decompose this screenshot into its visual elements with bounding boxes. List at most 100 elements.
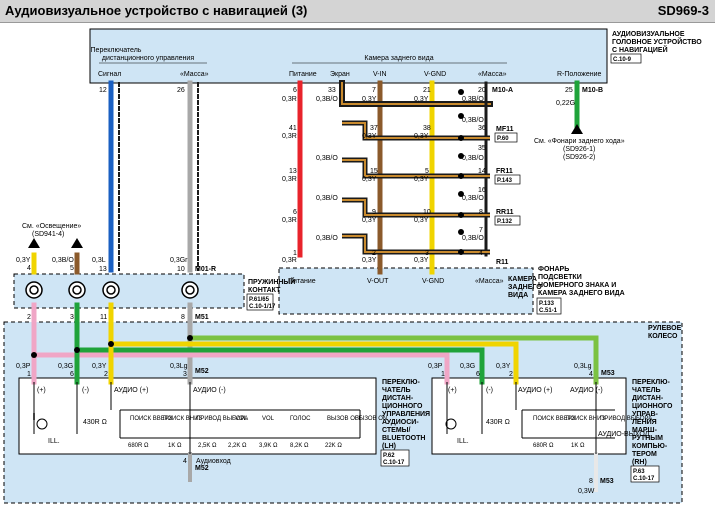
- wire-lightgreen: [187, 335, 599, 385]
- wire-label-03y-11: 0,3Y: [16, 257, 31, 264]
- wire-label-03y-8: 0,3Y: [414, 217, 429, 224]
- wire-label-03y-7: 0,3Y: [362, 217, 377, 224]
- right-switch-title-9: ТЕРОМ: [632, 451, 657, 458]
- wire-green-h: [74, 347, 485, 385]
- wire-label-03bo-2: 0,3B/O: [462, 96, 484, 103]
- left-res-7: 22K Ω: [325, 443, 342, 449]
- pin-3c: 3: [183, 371, 187, 378]
- wire-label-03p-2: 0,3P: [428, 363, 443, 370]
- right-switch-ref-2: C.10-17: [633, 476, 655, 482]
- pin-7b: 7: [479, 227, 483, 234]
- pin-5: 5: [425, 168, 429, 175]
- wire-label-03y-5: 0,3Y: [362, 176, 377, 183]
- pin-5b: 5: [70, 265, 74, 272]
- pin-2d: 2: [509, 371, 513, 378]
- wiring-diagram: АУДИОВИЗУАЛЬНОЕ ГОЛОВНОЕ УСТРОЙСТВО С НА…: [3, 28, 702, 504]
- lamp-title-1: ФОНАРЬ: [538, 266, 569, 273]
- tail-lamp-ref-2: (SD926-2): [563, 154, 595, 161]
- camera-pin-vgnd: V-GND: [422, 278, 444, 285]
- right-res-2: 1K Ω: [571, 443, 585, 449]
- clock-spring-title-1: ПРУЖИННЫЙ: [248, 277, 295, 286]
- pin-3a: 3: [425, 250, 429, 257]
- left-switch-title-6: СТЕМЫ/: [382, 427, 411, 434]
- left-switch-title-5: АУДИОСИ-: [382, 419, 419, 426]
- page-title: Аудиовизуальное устройство с навигацией …: [5, 3, 308, 18]
- left-btn-2: ПОИСК ВНИЗ: [163, 416, 202, 422]
- left-switch-ladder: [33, 382, 361, 454]
- pin-num-26: 26: [177, 87, 185, 94]
- wire-label-03r-1: 0,3R: [282, 96, 297, 103]
- pin-38: 38: [423, 125, 431, 132]
- right-minus: (-): [486, 387, 493, 394]
- head-unit-title-1: АУДИОВИЗУАЛЬНОЕ: [612, 31, 685, 38]
- left-switch-title-2: ДИСТАН-: [382, 395, 414, 402]
- wire-label-03g: 0,3G: [58, 363, 73, 370]
- shield-loops: [342, 120, 490, 255]
- page-number: SD969-3: [657, 3, 709, 18]
- camera-title-1: КАМЕРА: [508, 276, 537, 283]
- pin-num-12: 12: [99, 87, 107, 94]
- pin-2b: 2: [27, 314, 31, 321]
- conn-rr11: RR11: [496, 209, 514, 216]
- shield-loops-inner: [342, 122, 490, 253]
- right-audio-plus: АУДИО (+): [518, 387, 552, 394]
- left-res-2: 1K Ω: [168, 443, 182, 449]
- pin-mass-2: «Масса»: [478, 71, 507, 78]
- left-btn-8: ВЫЗОВ ON: [355, 416, 387, 422]
- wire-label-03y-12: 0,3Y: [92, 363, 107, 370]
- right-switch-title-7: РУТНЫМ: [632, 435, 663, 442]
- wire-label-022g: 0,22G: [556, 100, 575, 107]
- left-res-430: 430R Ω: [83, 419, 107, 426]
- left-plus: (+): [37, 387, 46, 394]
- conn-fr11-ref: P.143: [497, 178, 513, 184]
- wire-label-03p: 0,3P: [16, 363, 31, 370]
- junction-dots: [31, 89, 464, 358]
- right-switch-ref-1: P.63: [633, 469, 645, 475]
- left-audio-minus: АУДИО (-): [193, 387, 226, 394]
- right-switch-title-10: (RH): [632, 459, 647, 466]
- right-switch-title-6: МАРШ-: [632, 427, 658, 434]
- right-switch-box: [431, 377, 627, 455]
- wire-label-03y-1: 0,3Y: [362, 96, 377, 103]
- conn-m53b: M53: [600, 478, 614, 485]
- wire-label-03w: 0,3W: [578, 488, 595, 495]
- group-steering-2: дистанционного управления: [102, 55, 194, 62]
- pin-2c: 2: [104, 371, 108, 378]
- right-audio-minus: АУДИО (-): [570, 387, 603, 394]
- wire-shield-in: [341, 82, 491, 105]
- pin-16: 16: [478, 187, 486, 194]
- wire-label-03bo-8: 0,3B/O: [316, 235, 338, 242]
- pin-41: 41: [289, 125, 297, 132]
- pin-num-7: 7: [372, 87, 376, 94]
- head-unit-title-3: С НАВИГАЦИЕЙ: [612, 45, 668, 54]
- steering-title-2: КОЛЕСО: [648, 333, 678, 340]
- head-unit-box: [89, 28, 608, 84]
- right-switch-title-0: ПЕРЕКЛЮ-: [632, 379, 670, 386]
- pin-num-20: 20: [478, 87, 486, 94]
- left-btn-3: ПРИВОД ВЫБОРА: [196, 416, 248, 422]
- right-switch-title-4: УПРАВ-: [632, 411, 659, 418]
- wire-yellow-h: [108, 341, 519, 385]
- pin-power: Питание: [289, 71, 317, 78]
- wires: [31, 80, 599, 492]
- wire-label-03bo-9: 0,3B/O: [462, 235, 484, 242]
- wire-label-03y-10: 0,3Y: [414, 257, 429, 264]
- wire-label-03bo-1: 0,3B/O: [316, 96, 338, 103]
- wire-label-03y-4: 0,3Y: [414, 133, 429, 140]
- right-switch-title-2: ДИСТАН-: [632, 395, 664, 402]
- pin-37: 37: [370, 125, 378, 132]
- pin-signal: Сигнал: [98, 71, 121, 78]
- conn-mf11: MF11: [496, 126, 514, 133]
- pin-36: 36: [478, 125, 486, 132]
- pin-6b: 6: [293, 209, 297, 216]
- camera-title-3: ВИДА: [508, 292, 528, 299]
- group-steering-1: Переключатель: [91, 47, 142, 54]
- camera-pin-vout: V-OUT: [367, 278, 389, 285]
- pin-35: 35: [478, 145, 486, 152]
- left-switch-ref-2: C.10-17: [383, 460, 405, 466]
- conn-mf11-ref: P.60: [497, 136, 509, 142]
- pin-4d: 4: [183, 458, 187, 465]
- clock-spring-title-2: КОНТАКТ: [248, 287, 281, 294]
- pin-num-25: 25: [565, 87, 573, 94]
- left-switch-title-0: ПЕРЕКЛЮ-: [382, 379, 420, 386]
